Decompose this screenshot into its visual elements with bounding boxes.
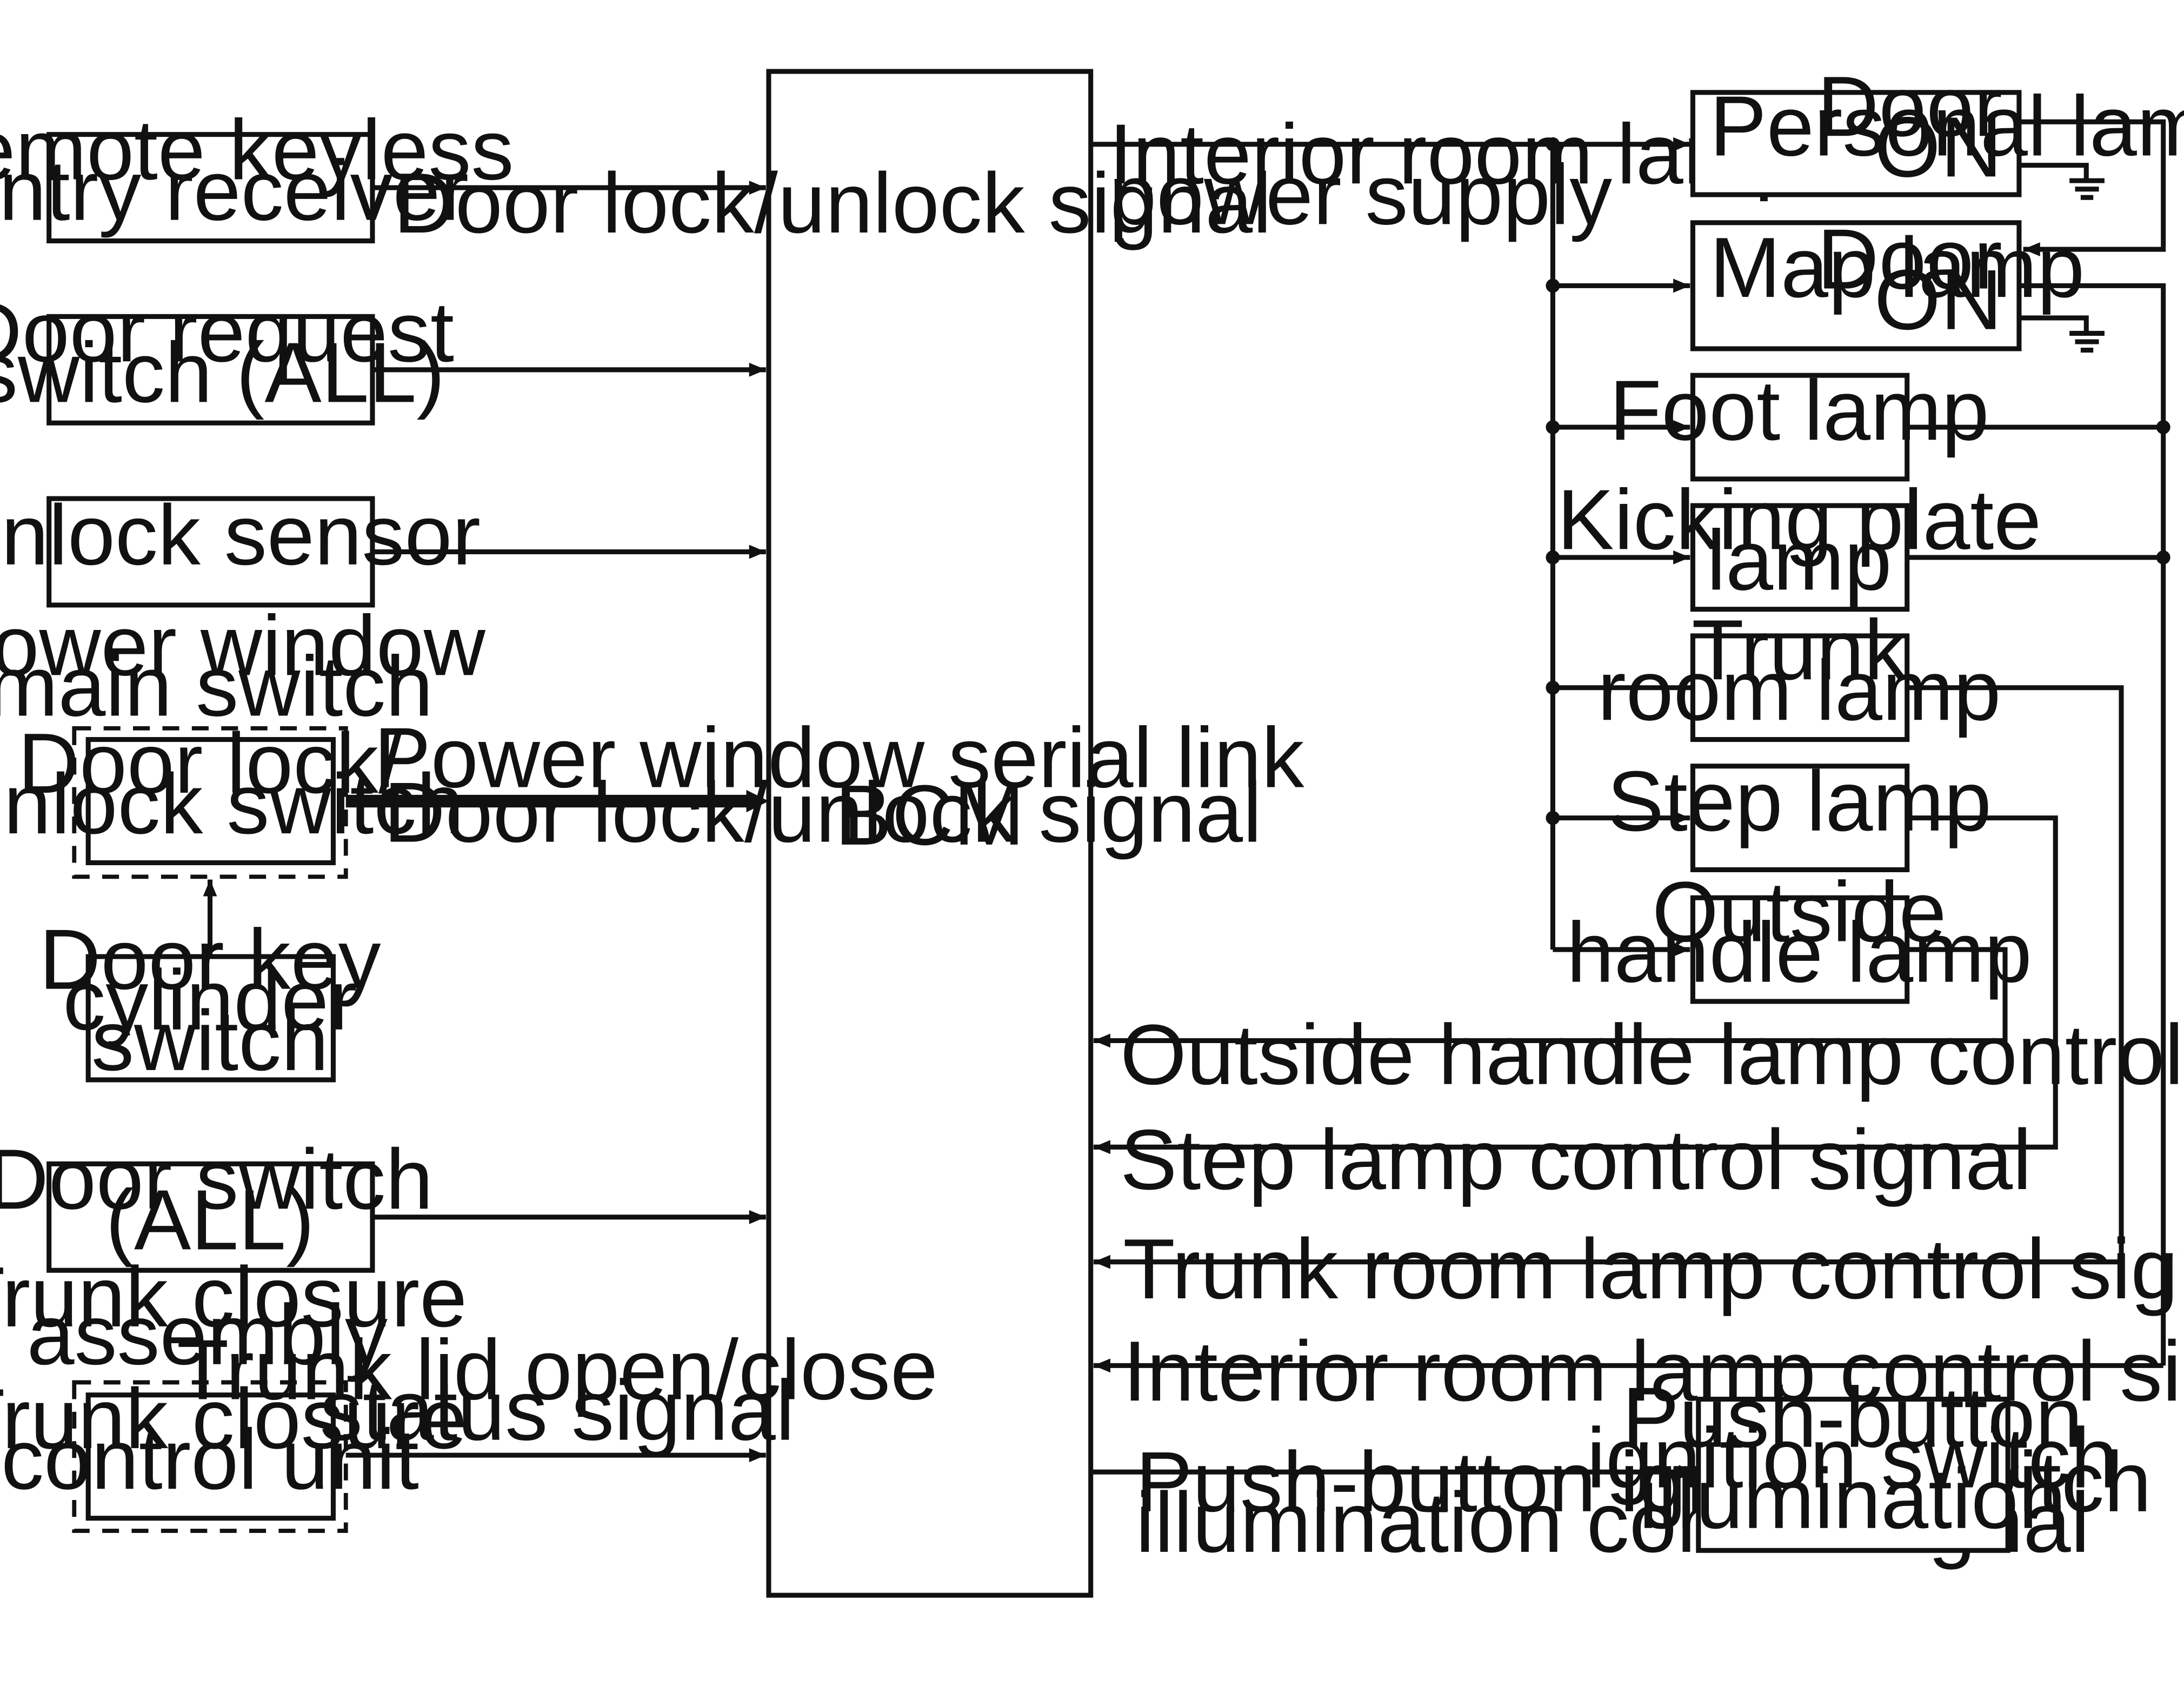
serial-link-arrowhead (746, 789, 769, 813)
ground-icon (2069, 330, 2105, 353)
signal-door-lock-unlock-2: Door lock/unlock signal (384, 765, 1262, 860)
remote-keyless-label-1: Remote keyless (0, 103, 514, 198)
signal-step-lamp-ctrl: Step lamp control signal (1120, 1112, 2032, 1207)
junction-dot (2156, 420, 2170, 434)
signal-trunk-lid-status-2: status signal (320, 1363, 795, 1458)
kicking-plate-label-1: Kicking plate (1557, 472, 2041, 567)
door-request-switch: Door request switch (ALL) (0, 284, 454, 426)
remote-keyless-entry-receiver: Remote keyless entry receiver (0, 103, 514, 244)
personal-lamp-label: Personal lamp (1710, 79, 2184, 174)
trunk-room-label-2: room lamp (1597, 643, 2001, 738)
signal-trunk-lid-status-1: Trunk lid open/close (177, 1323, 938, 1418)
door-switch-label-1: Door switch (0, 1132, 433, 1227)
signal-door-lock-unlock: Door lock/unlock signal (394, 156, 1272, 251)
kicking-plate-label-2: lamp (1707, 513, 1892, 608)
push-button-ignition-illumination: Push-button ignition switch illumination (1587, 1370, 2118, 1553)
personal-lamp-on-label: ON (1874, 99, 2002, 195)
bcm-block: BCM (766, 69, 1094, 1598)
return-trunk-room-lamp (1093, 685, 2124, 1269)
push-button-label-2: ignition switch (1587, 1411, 2118, 1506)
map-lamp-door-switch (2020, 283, 2166, 1366)
door-request-label-2: switch (ALL) (0, 325, 445, 420)
junction-dot (2156, 550, 2170, 565)
trunk-closure-assembly: Trunk closure assembly Trunk closure con… (0, 1250, 467, 1533)
trunk-room-label-1: Trunk (1692, 602, 1907, 698)
outside-handle-lamp: Outside handle lamp (1567, 865, 2032, 1004)
power-window-main-switch: Power window main switch Door lock/ unlo… (0, 598, 486, 879)
door-lock-switch-label-1: Door lock/ (18, 716, 402, 811)
personal-lamp: Personal lamp Door ON (1690, 59, 2184, 197)
power-window-group-label-2: main switch (0, 639, 433, 734)
map-lamp-label: Map lamp (1710, 220, 2085, 315)
outside-handle-label-1: Outside (1652, 865, 1946, 960)
door-key-cylinder-switch: Door key cylinder switch (39, 912, 381, 1089)
unlock-sensor: Unlock sensor (0, 488, 481, 608)
trunk-closure-group-label-2: assembly (27, 1287, 388, 1383)
foot-lamp: Foot lamp (1609, 363, 1989, 482)
bcm-label: BCM (835, 768, 1024, 863)
map-lamp-door-label: Door (1817, 212, 2002, 307)
trunk-closure-group-label-1: Trunk closure (0, 1250, 467, 1345)
power-window-group-label-1: Power window (0, 598, 486, 693)
door-lock-unlock-switch: Door lock/ unlock switch (0, 716, 464, 866)
door-key-label-2: cylinder (63, 953, 357, 1048)
map-lamp: Map lamp Door ON (1690, 212, 2085, 351)
signal-interior-lamp-power-1: Interior room lamp (1109, 107, 1802, 202)
signal-outside-handle-lamp-ctrl: Outside handle lamp control signal (1120, 1007, 2184, 1103)
step-lamp: Step lamp (1607, 754, 1992, 872)
foot-lamp-label: Foot lamp (1609, 363, 1989, 458)
step-lamp-label: Step lamp (1607, 754, 1992, 849)
trunk-closure-unit-label-2: control unit (1, 1412, 419, 1507)
ground-icon (2069, 178, 2105, 200)
door-switch-label-2: (ALL) (105, 1172, 314, 1267)
door-request-label-1: Door request (0, 284, 454, 380)
door-key-label-3: switch (91, 993, 329, 1089)
push-button-label-1: Push-button (1622, 1370, 2083, 1465)
return-step-lamp (1093, 815, 2058, 1154)
trunk-room-lamp: Trunk room lamp (1597, 602, 2001, 742)
signal-interior-lamp-power-2: power supply (1109, 147, 1612, 242)
signal-trunk-room-lamp-ctrl: Trunk room lamp control signal (1123, 1222, 2184, 1317)
personal-lamp-door-switch (2020, 119, 2166, 256)
unlock-sensor-label: Unlock sensor (0, 488, 481, 583)
kicking-plate-lamp: Kicking plate lamp (1557, 472, 2041, 612)
outside-handle-label-2: handle lamp (1567, 905, 2032, 1000)
push-button-label-3: illumination (1639, 1451, 2066, 1547)
map-lamp-on-label: ON (1874, 253, 2002, 348)
return-outside-handle-lamp (1093, 947, 2008, 1048)
trunk-closure-unit-label-1: Trunk closure (0, 1371, 467, 1466)
door-switch: Door switch (ALL) (0, 1132, 433, 1273)
personal-lamp-door-label: Door (1817, 59, 2002, 154)
signal-power-window-serial-link: Power window serial link (374, 711, 1305, 806)
remote-keyless-label-2: entry receiver (0, 143, 469, 238)
trunk-closure-control-unit: Trunk closure control unit (0, 1371, 467, 1521)
